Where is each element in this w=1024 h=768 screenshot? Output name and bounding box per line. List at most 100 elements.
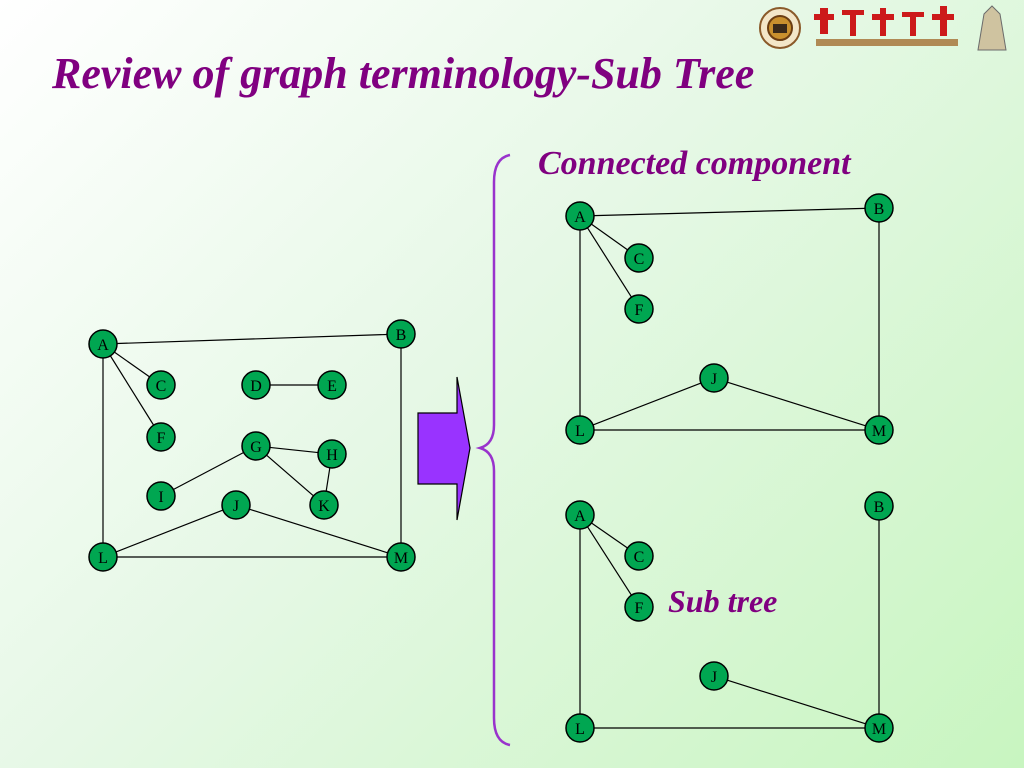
node-label: D	[250, 378, 262, 395]
node-label: C	[634, 549, 645, 566]
node-circle	[699, 363, 729, 393]
edge-A-C	[114, 351, 150, 378]
node-label: G	[250, 439, 262, 456]
node-circle	[146, 370, 176, 400]
graph-original: A B C D E F G H I J K L M	[88, 319, 416, 572]
node-label: B	[396, 327, 407, 344]
node-C: C	[146, 370, 176, 400]
graph-connected-component: A B C F J L M	[565, 193, 894, 445]
edge-H-K	[325, 467, 331, 492]
edge-A-C	[591, 223, 628, 251]
node-circle	[309, 490, 339, 520]
slide-title: Review of graph terminology-Sub Tree	[52, 49, 755, 98]
node-label: M	[872, 423, 886, 440]
node-label: F	[635, 600, 644, 617]
graph-sub-tree: A B C F J L M	[565, 491, 894, 743]
node-label: M	[394, 550, 408, 567]
node-circle	[864, 193, 894, 223]
edge-L-J	[115, 509, 224, 553]
node-label: C	[156, 378, 167, 395]
node-circle	[386, 542, 416, 572]
node-circle	[565, 201, 595, 231]
transform-arrow	[417, 376, 471, 521]
node-F: F	[624, 294, 654, 324]
node-circle	[241, 370, 271, 400]
node-label: B	[874, 201, 885, 218]
node-circle	[864, 713, 894, 743]
node-A: A	[565, 500, 595, 530]
node-circle	[624, 541, 654, 571]
node-B: B	[386, 319, 416, 349]
node-circle	[624, 592, 654, 622]
node-H: H	[317, 439, 347, 469]
node-L: L	[565, 415, 595, 445]
node-circle	[88, 329, 118, 359]
node-circle	[565, 713, 595, 743]
node-label: A	[97, 337, 109, 354]
node-label: J	[711, 669, 717, 686]
node-label: K	[318, 498, 330, 515]
node-G: G	[241, 431, 271, 461]
edge-A-B	[593, 207, 866, 217]
node-L: L	[565, 713, 595, 743]
node-label: A	[574, 508, 586, 525]
edge-J-M	[249, 508, 388, 554]
node-circle	[241, 431, 271, 461]
node-F: F	[146, 422, 176, 452]
edge-J-M	[727, 381, 866, 427]
node-M: M	[386, 542, 416, 572]
node-F: F	[624, 592, 654, 622]
node-label: L	[575, 721, 585, 738]
edge-J-M	[727, 679, 866, 725]
node-label: F	[157, 430, 166, 447]
node-E: E	[317, 370, 347, 400]
node-circle	[864, 415, 894, 445]
node-circle	[624, 243, 654, 273]
edge-G-K	[266, 454, 314, 497]
node-J: J	[221, 490, 251, 520]
node-L: L	[88, 542, 118, 572]
right-brace	[475, 153, 511, 747]
node-K: K	[309, 490, 339, 520]
node-B: B	[864, 193, 894, 223]
sub-tree-label: Sub tree	[668, 583, 778, 619]
node-B: B	[864, 491, 894, 521]
node-circle	[146, 481, 176, 511]
node-label: J	[233, 498, 239, 515]
node-label: J	[711, 371, 717, 388]
node-circle	[88, 542, 118, 572]
node-D: D	[241, 370, 271, 400]
node-circle	[317, 370, 347, 400]
node-J: J	[699, 363, 729, 393]
node-circle	[386, 319, 416, 349]
node-circle	[565, 500, 595, 530]
connected-component-label: Connected component	[538, 145, 851, 182]
node-circle	[146, 422, 176, 452]
node-C: C	[624, 541, 654, 571]
edge-A-B	[116, 333, 388, 345]
node-circle	[864, 491, 894, 521]
edge-L-J	[592, 382, 702, 426]
node-label: B	[874, 499, 885, 516]
node-I: I	[146, 481, 176, 511]
node-label: E	[327, 378, 337, 395]
node-A: A	[565, 201, 595, 231]
node-circle	[565, 415, 595, 445]
node-label: M	[872, 721, 886, 738]
node-J: J	[699, 661, 729, 691]
node-label: C	[634, 251, 645, 268]
node-label: H	[326, 447, 338, 464]
edge-A-F	[586, 227, 633, 298]
node-C: C	[624, 243, 654, 273]
node-circle	[221, 490, 251, 520]
node-circle	[624, 294, 654, 324]
node-A: A	[88, 329, 118, 359]
edge-A-C	[591, 522, 628, 549]
node-circle	[317, 439, 347, 469]
edge-G-I	[173, 451, 244, 491]
node-circle	[699, 661, 729, 691]
edge-G-H	[269, 446, 319, 454]
node-label: L	[98, 550, 108, 567]
